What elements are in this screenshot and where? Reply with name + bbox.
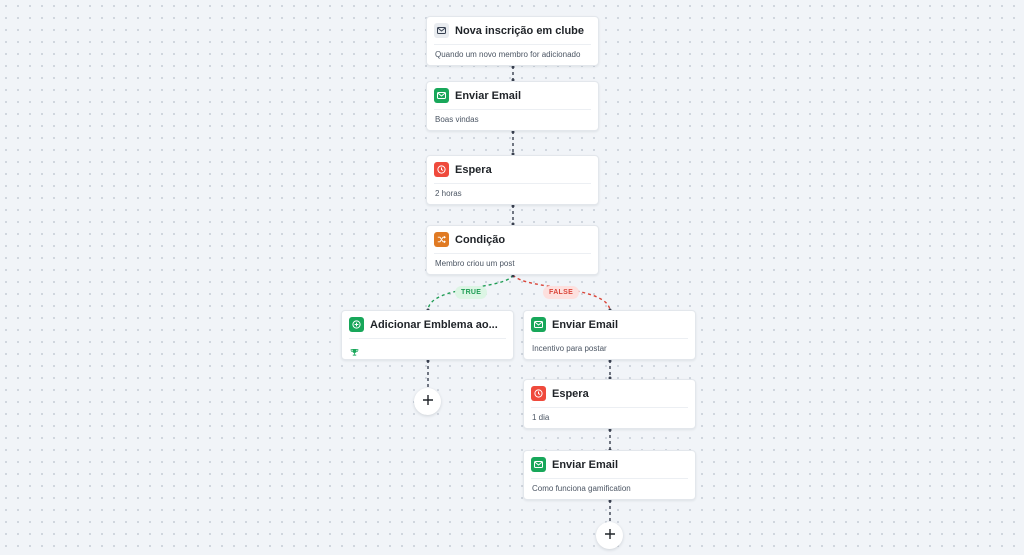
mail-icon bbox=[531, 317, 546, 332]
mail-icon bbox=[434, 88, 449, 103]
plus-icon bbox=[604, 527, 616, 545]
node-title: Espera bbox=[455, 163, 492, 176]
branch-false-label: FALSE bbox=[543, 286, 580, 299]
plus-icon bbox=[422, 393, 434, 411]
mail-icon bbox=[434, 23, 449, 38]
send-email-node[interactable]: Enviar Email Como funciona gamification bbox=[523, 450, 696, 500]
node-subtitle: Incentivo para postar bbox=[532, 344, 607, 353]
send-email-node[interactable]: Enviar Email Boas vindas bbox=[426, 81, 599, 131]
node-title: Enviar Email bbox=[455, 89, 522, 102]
shuffle-icon bbox=[434, 232, 449, 247]
branch-true-line bbox=[427, 274, 514, 311]
plus-circle-icon bbox=[349, 317, 364, 332]
wait-node[interactable]: Espera 2 horas bbox=[426, 155, 599, 205]
mail-icon bbox=[531, 457, 546, 472]
condition-node[interactable]: Condição Membro criou um post bbox=[426, 225, 599, 275]
node-title: Espera bbox=[552, 387, 589, 400]
add-step-button[interactable] bbox=[596, 522, 623, 549]
add-step-button[interactable] bbox=[414, 388, 441, 415]
node-subtitle: Membro criou um post bbox=[435, 259, 515, 268]
branch-false-line bbox=[512, 274, 611, 311]
clock-icon bbox=[434, 162, 449, 177]
add-badge-node[interactable]: Adicionar Emblema ao... bbox=[341, 310, 514, 360]
node-title: Adicionar Emblema ao... bbox=[370, 318, 498, 331]
clock-icon bbox=[531, 386, 546, 401]
wait-node[interactable]: Espera 1 dia bbox=[523, 379, 696, 429]
node-title: Nova inscrição em clube bbox=[455, 24, 584, 37]
node-title: Enviar Email bbox=[552, 458, 619, 471]
trigger-node[interactable]: Nova inscrição em clube Quando um novo m… bbox=[426, 16, 599, 66]
send-email-node[interactable]: Enviar Email Incentivo para postar bbox=[523, 310, 696, 360]
node-title: Condição bbox=[455, 233, 506, 246]
branch-true-label: TRUE bbox=[455, 286, 488, 299]
node-subtitle: Como funciona gamification bbox=[532, 484, 631, 493]
node-title: Enviar Email bbox=[552, 318, 619, 331]
node-subtitle: 2 horas bbox=[435, 189, 462, 198]
node-subtitle: 1 dia bbox=[532, 413, 550, 422]
node-subtitle: Boas vindas bbox=[435, 115, 479, 124]
trophy-icon bbox=[350, 344, 359, 356]
node-subtitle: Quando um novo membro for adicionado bbox=[435, 50, 581, 59]
